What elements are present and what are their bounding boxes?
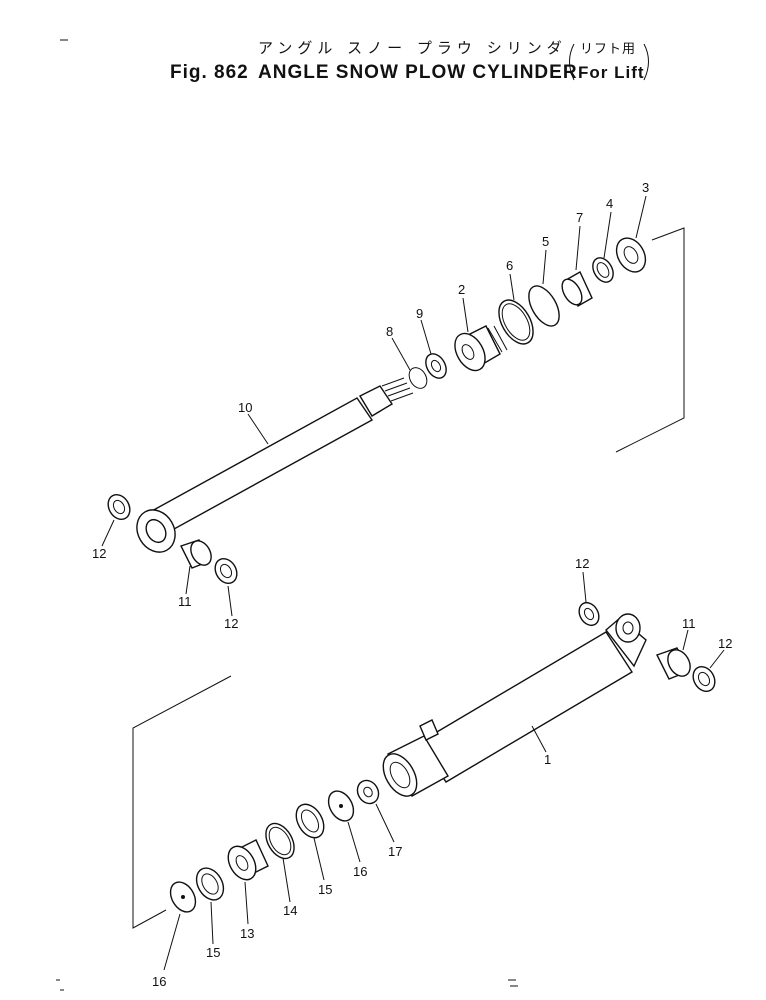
callout-12-lower-right: 12 xyxy=(718,636,732,651)
part-1-cylinder-tube xyxy=(382,613,647,797)
part-2-piston xyxy=(454,325,508,372)
part-13-piston xyxy=(227,839,269,881)
callout-6: 6 xyxy=(506,258,513,273)
part-14-ring xyxy=(265,822,295,860)
callout-11-lower: 11 xyxy=(682,616,696,631)
callout-numbers: 3 4 7 5 6 2 9 8 10 12 11 12 12 11 12 1 1… xyxy=(92,180,732,989)
part-12-dust-seal-lower-top xyxy=(578,601,600,627)
part-16-washer-lower xyxy=(169,881,197,913)
part-12-dust-seal-upper-lower xyxy=(214,557,238,585)
leader-lines xyxy=(101,195,725,971)
callout-10: 10 xyxy=(238,400,252,415)
title-japanese-note: リフト用 xyxy=(580,42,636,57)
part-6-ring xyxy=(498,299,534,345)
part-11-bushing-upper xyxy=(180,539,212,569)
part-4-seal xyxy=(592,257,614,283)
header: アングル スノー プラウ シリンダ Fig. 862 ANGLE SNOW PL… xyxy=(60,39,649,83)
part-11-bushing-lower xyxy=(656,647,691,680)
part-5-o-ring xyxy=(528,285,560,327)
washer-hole xyxy=(181,895,185,899)
callout-9: 9 xyxy=(416,306,423,321)
washer-hole xyxy=(339,804,343,808)
fig-label: Fig. 862 xyxy=(170,62,249,83)
part-10-piston-rod xyxy=(136,377,414,553)
title-english-note: For Lift xyxy=(578,63,645,82)
callout-17: 17 xyxy=(388,844,402,859)
close-paren xyxy=(643,43,649,81)
title-japanese: アングル スノー プラウ シリンダ xyxy=(258,39,567,57)
callout-16-lower: 16 xyxy=(152,974,166,989)
callout-15-middle: 15 xyxy=(318,882,332,897)
bracket-line-lower xyxy=(132,675,232,929)
upper-assembly xyxy=(107,227,685,585)
callout-4: 4 xyxy=(606,196,613,211)
part-17-nut xyxy=(356,779,380,805)
callout-3: 3 xyxy=(642,180,649,195)
callout-1: 1 xyxy=(544,752,551,767)
part-12-dust-seal-lower-right xyxy=(692,665,716,693)
callout-12-lower-top: 12 xyxy=(575,556,589,571)
callout-16-middle: 16 xyxy=(353,864,367,879)
callout-11-upper: 11 xyxy=(178,594,192,609)
scan-specks xyxy=(56,979,518,991)
callout-7: 7 xyxy=(576,210,583,225)
part-15-ring-middle xyxy=(295,803,325,839)
bracket-line-upper xyxy=(615,227,685,453)
part-15-ring-lower xyxy=(195,867,225,901)
part-8-snap-ring xyxy=(408,367,428,389)
callout-8: 8 xyxy=(386,324,393,339)
part-3-dust-seal xyxy=(615,237,647,273)
callout-12-upper-lower: 12 xyxy=(224,616,238,631)
part-12-dust-seal-upper-left xyxy=(107,493,131,521)
callout-12-upper-left: 12 xyxy=(92,546,106,561)
part-9-washer xyxy=(425,353,447,379)
callout-13: 13 xyxy=(240,926,254,941)
callout-15-lower: 15 xyxy=(206,945,220,960)
callout-2: 2 xyxy=(458,282,465,297)
part-6-ring-inner xyxy=(501,303,531,341)
title-english: ANGLE SNOW PLOW CYLINDER xyxy=(258,62,578,83)
open-paren xyxy=(569,43,575,81)
part-7-bushing xyxy=(561,271,593,307)
callout-5: 5 xyxy=(542,234,549,249)
part-16-washer-middle xyxy=(327,790,355,822)
lower-assembly xyxy=(132,601,716,929)
callout-14: 14 xyxy=(283,903,297,918)
